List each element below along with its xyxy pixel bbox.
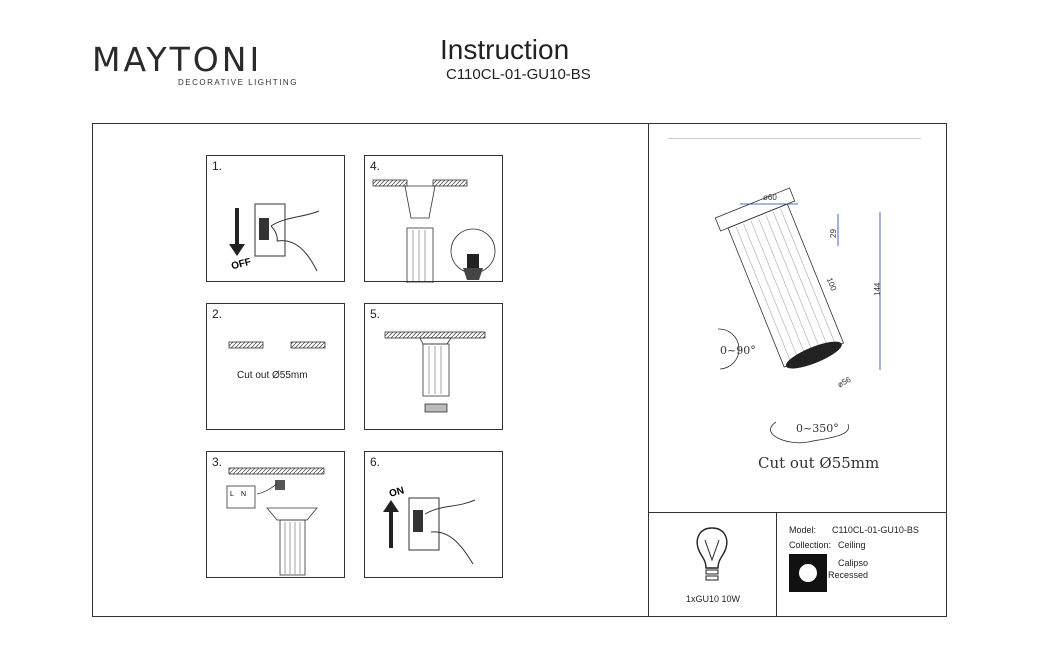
switch-off-label: OFF <box>230 257 252 273</box>
step-3-panel: 3. L N <box>206 451 345 578</box>
install-illustration <box>384 331 486 413</box>
terminal-n-label: N <box>241 491 246 498</box>
lamp-spec: 1xGU10 10W <box>686 594 741 604</box>
technical-drawing: ø60 29 144 100 ø56 0~90° 0~350° Cut out … <box>714 187 882 472</box>
dim-d60: ø60 <box>763 193 777 202</box>
bulb-icon <box>696 527 728 581</box>
switch-on-illustration: ON <box>383 485 476 565</box>
dim-h144: 144 <box>873 282 882 296</box>
instruction-frame <box>92 123 947 617</box>
cutout-caption: Cut out Ø55mm <box>237 370 308 381</box>
step-2-panel: 2. Cut out Ø55mm <box>206 303 345 430</box>
brand-tagline: DECORATIVE LIGHTING <box>178 78 298 87</box>
dim-h29: 29 <box>829 229 838 238</box>
step-5-panel: 5. <box>364 303 503 430</box>
step-number: 3. <box>212 455 223 469</box>
step-4-panel: 4. <box>364 155 503 283</box>
model-value: C110CL-01-GU10-BS <box>832 525 919 535</box>
frame-divider <box>648 124 649 616</box>
mount-type: Recessed <box>828 570 869 580</box>
header-model: C110CL-01-GU10-BS <box>446 66 591 83</box>
collection-value: Ceiling <box>838 540 866 550</box>
step-number: 6. <box>370 455 381 469</box>
brand-logo: MAYTONI <box>92 40 263 79</box>
spec-box-top <box>648 512 947 513</box>
top-rule <box>668 138 921 139</box>
step-number: 5. <box>370 307 381 321</box>
ceiling-cut-illustration <box>228 341 326 349</box>
step-6-panel: 6. ON <box>364 451 503 578</box>
page-title: Instruction <box>440 34 570 65</box>
dim-l100: 100 <box>825 276 839 292</box>
collection-label: Collection: <box>789 540 832 550</box>
drawing-cutout-label: Cut out Ø55mm <box>758 454 879 472</box>
bulb-insert-illustration <box>372 179 496 283</box>
step-number: 2. <box>212 307 223 321</box>
spec-box-divider <box>776 512 777 616</box>
step-1-panel: 1. OFF <box>206 155 345 282</box>
model-label: Model: <box>789 525 817 535</box>
step-number: 1. <box>212 159 223 173</box>
switch-off-illustration: OFF <box>229 203 320 273</box>
wiring-illustration: L N <box>226 467 325 576</box>
recessed-type-icon <box>789 554 827 592</box>
terminal-l-label: L <box>230 491 234 498</box>
step-number: 4. <box>370 159 381 173</box>
tilt-label: 0~90° <box>720 344 756 357</box>
product-name: Calipso <box>838 558 869 568</box>
dim-d56: ø56 <box>836 375 853 390</box>
rotate-label: 0~350° <box>796 422 839 435</box>
switch-on-label: ON <box>388 485 405 500</box>
